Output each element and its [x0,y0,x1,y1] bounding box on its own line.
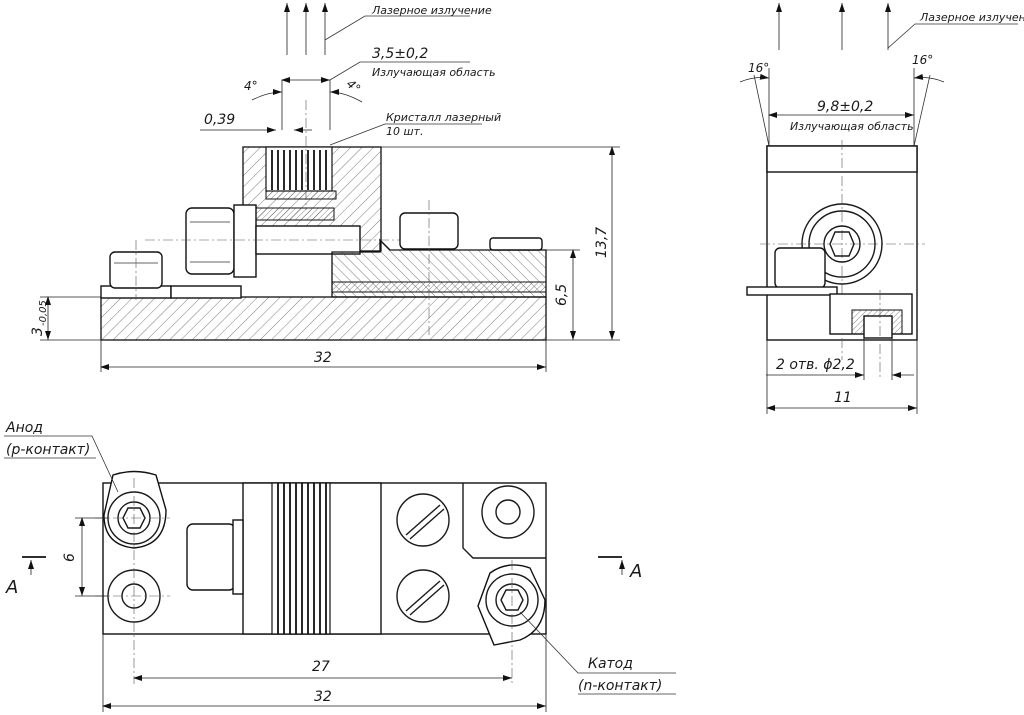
angle-16-left: 16° [748,61,769,75]
angle-4-left: 4° [244,79,258,93]
top-view: 6 27 32 А А Анод (р-контакт) Катод (n-ко… [4,420,676,712]
length-top-inner: 27 [312,659,330,675]
laser-radiation-label-side: Лазерное излучение [919,11,1024,24]
holes-label: 2 отв. ϕ2,2 [776,357,855,373]
slotted-screw-lower [396,569,450,623]
cathode-label-1: Катод [588,656,633,672]
hex-nut-front [185,207,235,275]
height-total: 13,7 [594,227,610,258]
side-small-screw [774,247,826,289]
side-view: Лазерное излучение 16° 16° 9,8±0,2 Излуч… [739,3,1024,414]
cathode-label-2: (n-контакт) [578,678,662,694]
length-top: 32 [314,689,332,705]
base-tolerance: -0,05 [38,300,49,326]
torx-icon-cathode [500,589,524,611]
width-side: 11 [834,390,852,406]
pitch-dim: 0,39 [204,112,235,128]
side-screw-outer [801,203,883,285]
laser-arrows-front [284,3,470,55]
angle-4-right: 4° [344,77,363,96]
base-thickness: 3 [30,327,46,336]
length-front: 32 [314,350,332,366]
emitting-area-label-side: Излучающая область [790,120,914,133]
anode-label-2: (р-контакт) [6,442,90,458]
anode-label-1: Анод [5,420,43,436]
left-screw-front [109,251,163,289]
crystal-stack-front [271,150,327,190]
crystal-label-2: 10 шт. [386,125,423,138]
section-mark-left: А [5,577,18,598]
torx-icon-side [829,231,855,257]
section-mark-right: А [629,561,642,582]
cathode-lug [477,564,546,646]
hex-nut-top [186,523,236,591]
front-section-view: Лазерное излучение 3,5±0,2 Излучающая об… [30,3,620,372]
angle-16-right: 16° [912,53,933,67]
emit-width-side: 9,8±0,2 [817,99,873,115]
crystal-stack-top [271,482,331,635]
anode-lug [103,470,167,549]
emit-width-front: 3,5±0,2 [372,46,428,62]
hole-spacing: 6 [62,553,78,562]
laser-radiation-label-front: Лазерное излучение [371,4,492,17]
height-base: 6,5 [554,284,570,306]
crystal-label-1: Кристалл лазерный [386,111,501,124]
base-plate-front [100,296,547,341]
laser-arrows-side [776,3,1018,50]
right-upper-screw [481,485,535,539]
slotted-screw-upper [396,493,450,547]
emitting-area-label-front: Излучающая область [372,66,496,79]
